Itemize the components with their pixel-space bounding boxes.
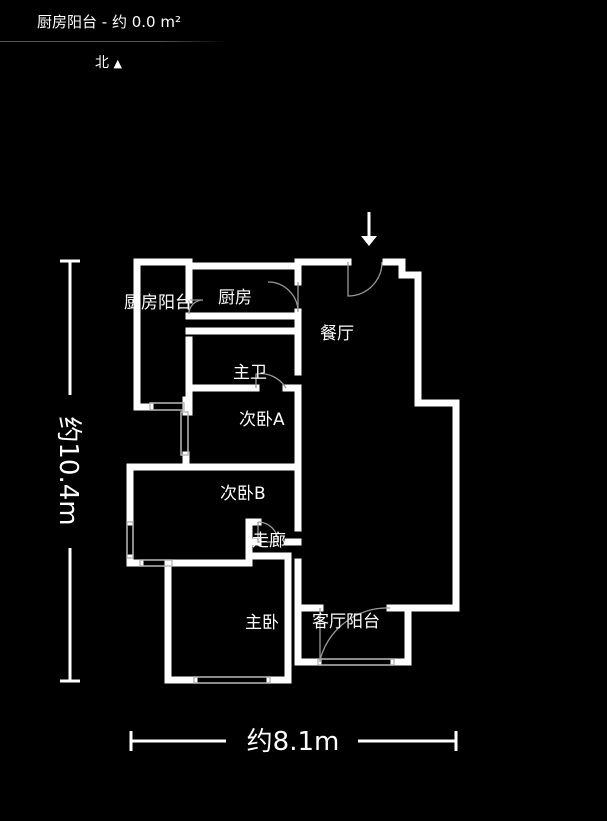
up-triangle-icon: ▲ [113, 57, 122, 70]
doors [188, 261, 391, 662]
walls [126, 258, 460, 684]
room-label-master-bath: 主卫 [233, 363, 267, 383]
height-dimension [60, 259, 80, 683]
height-dimension-label: 约10.4m [53, 416, 83, 525]
room-label-living-balcony: 客厅阳台 [312, 612, 380, 632]
room-label-corridor: 走廊 [252, 531, 286, 551]
entrance-arrow-icon [361, 212, 377, 246]
north-label: 北 [95, 55, 109, 71]
room-label-dining: 餐厅 [320, 324, 354, 344]
room-label-master-bedroom: 主卧 [245, 613, 279, 633]
north-indicator: 北 ▲ [95, 52, 122, 72]
width-dimension-label: 约8.1m [247, 727, 340, 757]
room-label-bedroom-b: 次卧B [220, 484, 266, 504]
width-dimension [129, 731, 458, 751]
page-title: 厨房阳台 - 约 0.0 m² [37, 13, 181, 31]
room-label-kitchen-balcony: 厨房阳台 [124, 293, 192, 313]
room-label-bedroom-a: 次卧A [239, 410, 285, 430]
title-divider [0, 41, 228, 42]
room-label-kitchen: 厨房 [218, 288, 252, 308]
windows [126, 402, 395, 684]
